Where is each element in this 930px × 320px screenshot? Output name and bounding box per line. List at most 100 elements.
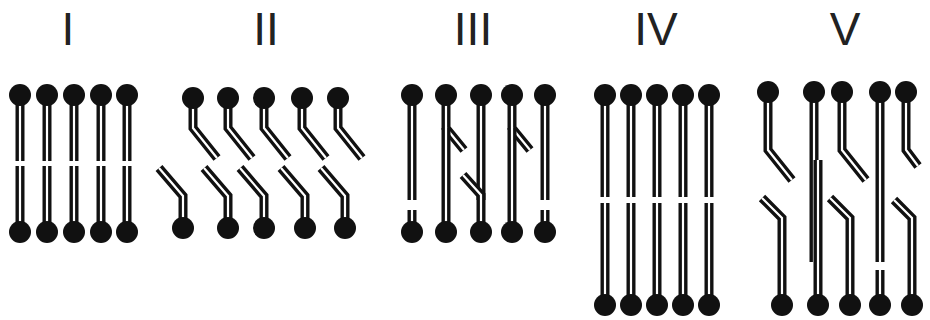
tail-gap [411,95,413,200]
lipid-molecule [594,203,616,316]
lipid-head [291,87,313,109]
lipid-head [646,294,668,316]
lipid-head [253,217,275,239]
lipid-molecule [594,84,616,197]
lipid-head [831,81,853,103]
lipid-head [470,84,492,106]
tail-gap [708,203,710,305]
group-label: II [253,6,279,52]
lipid-tail [601,203,610,305]
lipid-molecule [253,87,288,158]
lipid-head [534,84,556,106]
lipid-molecule [9,84,31,161]
lipid-molecule [698,84,720,197]
lipid-head [771,294,793,316]
lipid-molecule [869,270,891,316]
lipid-molecule [36,84,58,161]
lipid-molecule [90,166,112,243]
lipid-molecule [182,87,217,158]
lipid-head [470,221,492,243]
lipid-head [172,217,194,239]
lipid-tail [408,95,417,200]
lipid-head [895,81,917,103]
lipid-molecule [501,128,523,243]
lipid-molecule [869,81,891,262]
lipid-molecule [807,160,829,316]
lipid-head [594,84,616,106]
lipid-head [327,87,349,109]
lipid-head [36,84,58,106]
lipid-molecule [463,175,492,243]
tail-gap [682,203,684,305]
lipid-head [401,221,423,243]
lipid-head [90,84,112,106]
lipid-molecule [620,84,642,197]
lipid-molecule [291,87,326,158]
lipid-head [63,221,85,243]
lipid-head [672,84,694,106]
lipid-head [63,84,85,106]
lipid-head [534,221,556,243]
lipid-head [807,294,829,316]
lipid-head [803,81,825,103]
group-label: V [830,6,861,52]
lipid-head [646,84,668,106]
lipid-tail [876,92,885,262]
tail-gap [656,95,658,197]
lipid-tail [442,128,451,232]
tail-gap [604,203,606,305]
lipid-head [501,84,523,106]
group-label: III [454,6,492,52]
lipid-head [698,84,720,106]
lipid-molecule [90,84,112,161]
tail-gap [656,203,658,305]
lipid-head [253,87,275,109]
lipid-tail [601,95,610,197]
lipid-tail [705,95,714,197]
lipid-head [217,87,239,109]
tail-gap [762,198,782,305]
tail-gap [768,92,792,180]
lipid-head [869,81,891,103]
lipid-head [435,221,457,243]
lipid-molecule [646,203,668,316]
lipid-tail [627,203,636,305]
lipid-molecule [204,168,239,239]
lipid-head [435,84,457,106]
lipid-tail [541,95,550,200]
tail-gap [604,95,606,197]
lipid-tail [842,92,866,180]
tail-gap [894,200,912,305]
lipid-tail [627,95,636,197]
lipid-molecule [217,87,252,158]
group-label: IV [634,6,677,52]
tail-gap [544,95,546,200]
lipid-head [620,294,642,316]
tail-gap [630,95,632,197]
lipid-molecule [894,200,923,316]
lipid-molecule [9,166,31,243]
lipid-molecule [534,210,556,243]
lipid-molecule [116,84,138,161]
tail-gap [817,160,819,305]
lipid-head [116,221,138,243]
lipid-head [672,294,694,316]
lipid-tail [762,198,782,305]
lipid-molecule [831,81,866,180]
lipid-tail [768,92,792,180]
lipid-head [294,217,316,239]
lipid-molecule [401,84,423,200]
lipid-head [401,84,423,106]
lipid-tail [477,95,486,200]
lipid-molecule [672,203,694,316]
lipid-head [839,294,861,316]
lipid-molecule [620,203,642,316]
tail-gap [879,92,881,262]
lipid-molecule [63,84,85,161]
lipid-tail [830,198,850,305]
lipid-tail [679,203,688,305]
lipid-molecule [757,81,792,180]
lipid-tail [814,160,823,305]
lipid-molecule [435,128,457,243]
